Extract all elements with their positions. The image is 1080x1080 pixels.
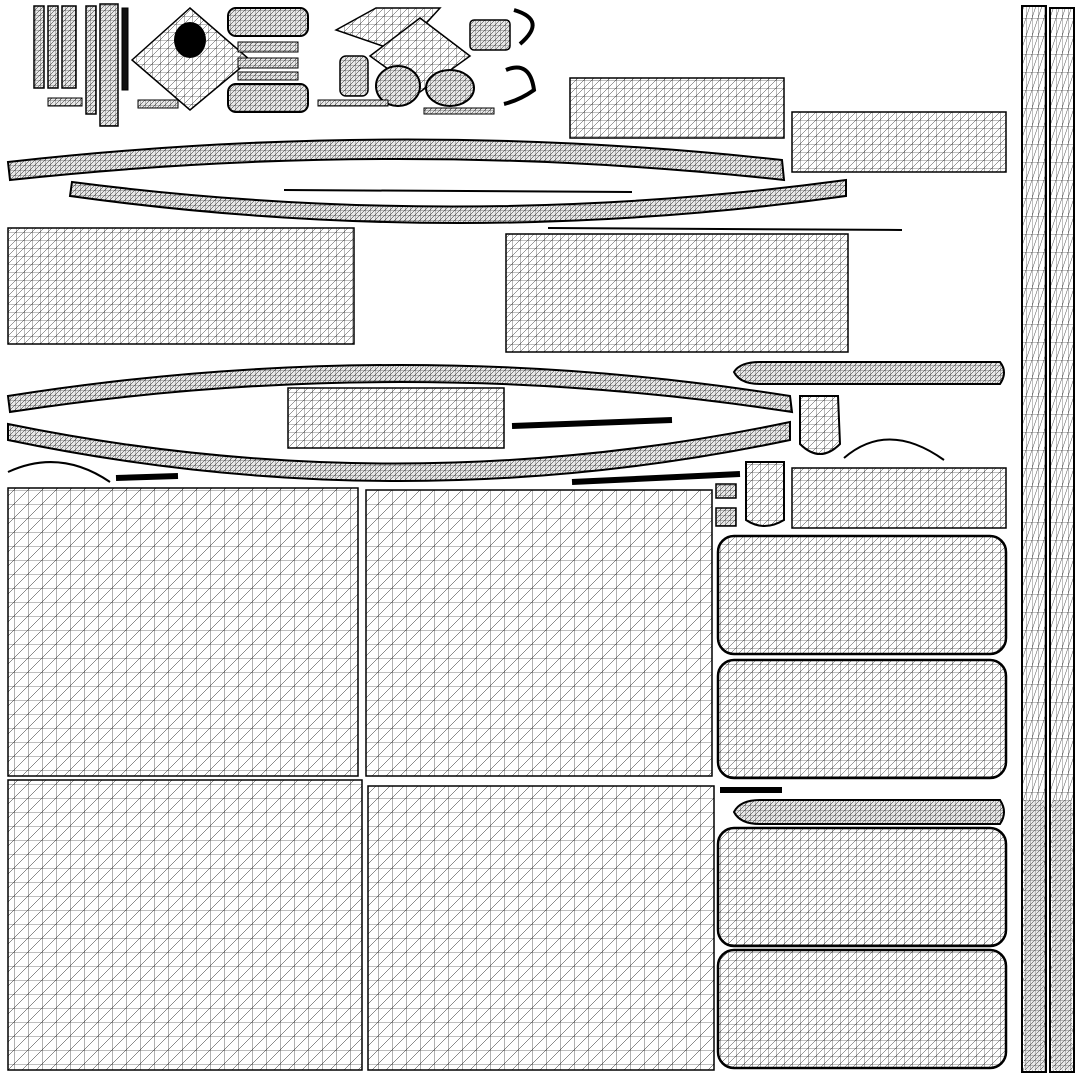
island-arc-2 — [68, 178, 847, 224]
island-rounded-3 — [716, 826, 1008, 948]
cup-1 — [799, 395, 842, 455]
tiny-island-1 — [715, 483, 737, 499]
curve-strip-1 — [7, 461, 111, 483]
island-large-3 — [7, 779, 363, 1071]
island-large-4 — [367, 785, 715, 1071]
island-arc-4 — [7, 420, 791, 482]
island-large-2 — [365, 489, 713, 777]
island-rounded-4 — [716, 948, 1008, 1070]
island-wide-1 — [569, 77, 785, 139]
island-arc-3 — [6, 364, 794, 414]
island-rounded-1 — [716, 534, 1008, 656]
pole-1-dense — [1024, 800, 1044, 1070]
thin-strip-2 — [547, 227, 903, 231]
thin-strip-1 — [283, 189, 633, 193]
island-large-1 — [7, 487, 359, 777]
island-strip — [791, 467, 1007, 529]
pole-2-dense — [1052, 800, 1072, 1070]
island-small-1 — [7, 227, 355, 345]
thick-strip-2 — [571, 471, 741, 485]
capsule-1 — [732, 361, 1005, 385]
tiny-island-2 — [715, 507, 737, 527]
cup-2 — [745, 461, 785, 527]
island-arc-1 — [6, 138, 786, 182]
island-rounded-2 — [716, 658, 1008, 780]
island-wide-2 — [791, 111, 1007, 173]
thick-strip-1 — [511, 417, 673, 429]
thick-strip-3 — [115, 473, 179, 481]
island-detail-cluster — [33, 3, 537, 127]
island-small-2 — [505, 233, 849, 353]
capsule-2 — [732, 799, 1005, 825]
curve-strip-2 — [843, 438, 945, 461]
island-small-3 — [287, 387, 505, 449]
